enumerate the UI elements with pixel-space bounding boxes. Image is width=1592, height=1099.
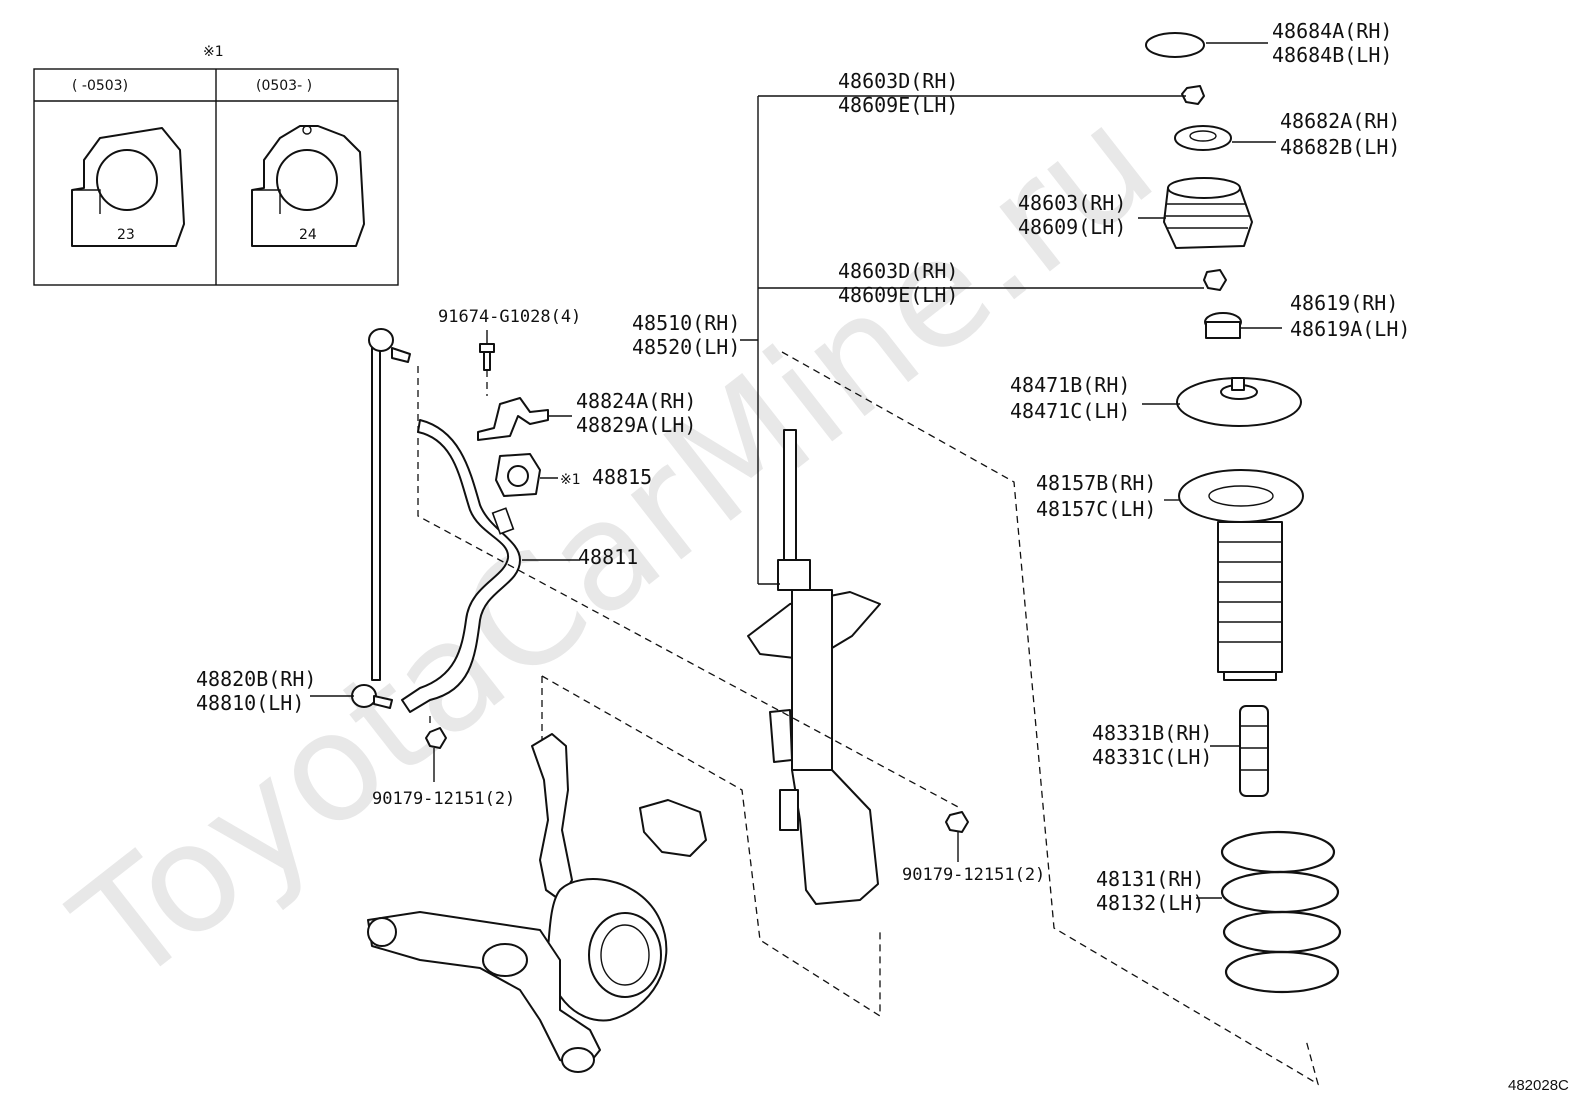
- stabilizer-bracket-shape: [477, 343, 549, 441]
- steering-knuckle-shape: [531, 733, 707, 1022]
- assembly-dashed-lines: [417, 351, 1320, 1086]
- label-48824A: 48824A(RH): [576, 389, 696, 413]
- label-48603: 48603(RH): [1018, 191, 1126, 215]
- inset-col1-header: ( -0503): [72, 78, 128, 94]
- label-48510: 48510(RH): [632, 311, 740, 335]
- label-48609E-mid: 48609E(LH): [838, 283, 958, 307]
- label-48609E-top: 48609E(LH): [838, 93, 958, 117]
- label-48609: 48609(LH): [1018, 215, 1126, 239]
- part-labels: 48684A(RH) 48684B(LH) 48603D(RH) 48609E(…: [196, 19, 1410, 915]
- inset-col2-header: (0503- ): [256, 78, 312, 94]
- label-48682A: 48682A(RH): [1280, 109, 1400, 133]
- label-48811: 48811: [578, 545, 638, 569]
- label-48603D-top: 48603D(RH): [838, 69, 958, 93]
- label-48471C: 48471C(LH): [1010, 399, 1130, 423]
- label-48682B: 48682B(LH): [1280, 135, 1400, 159]
- diagram-code: 482028C: [1508, 1077, 1569, 1094]
- inset-col1-number: 23: [117, 227, 135, 243]
- bushing-type-23-shape: [71, 127, 185, 247]
- bump-stopper-shape: [1239, 705, 1269, 797]
- bushing-type-24-shape: [251, 125, 365, 247]
- leader-lines: [310, 42, 1282, 899]
- label-90179-left: 90179-12151(2): [372, 789, 515, 809]
- spring-bumper-boot-shape: [1178, 469, 1304, 681]
- label-48684B: 48684B(LH): [1272, 43, 1392, 67]
- label-48471B: 48471B(RH): [1010, 373, 1130, 397]
- label-91674: 91674-G1028(4): [438, 307, 581, 327]
- label-48157B: 48157B(RH): [1036, 471, 1156, 495]
- stabilizer-bar-shape: [401, 419, 521, 713]
- label-48331B: 48331B(RH): [1092, 721, 1212, 745]
- label-90179-right: 90179-12151(2): [902, 865, 1045, 885]
- label-48829A: 48829A(LH): [576, 413, 696, 437]
- stabilizer-bushing-shape: [495, 453, 541, 497]
- strut-cap-shape: [1145, 32, 1205, 58]
- bound-stopper-shape: [1204, 312, 1242, 339]
- label-48619: 48619(RH): [1290, 291, 1398, 315]
- label-48619A: 48619A(LH): [1290, 317, 1410, 341]
- label-48131: 48131(RH): [1096, 867, 1204, 891]
- stabilizer-link-shape: [351, 328, 411, 709]
- lower-arm-shape: [367, 911, 601, 1073]
- stabilizer-nut-right-shape: [945, 811, 969, 833]
- label-48820B: 48820B(RH): [196, 667, 316, 691]
- label-48815-mark: ※1: [560, 472, 581, 488]
- bearing-shape: [1174, 125, 1232, 151]
- inset-mark: ※1: [203, 44, 224, 60]
- coil-spring-shape: [1220, 830, 1342, 994]
- strut-mount-shape: [1163, 177, 1253, 249]
- label-48520: 48520(LH): [632, 335, 740, 359]
- inset-col2-number: 24: [299, 227, 317, 243]
- strut-shape: [747, 429, 881, 905]
- bushing-variants-table: ※1 ( -0503) (0503- ) 23 24: [33, 44, 399, 286]
- label-48331C: 48331C(LH): [1092, 745, 1212, 769]
- stabilizer-nut-left-shape: [425, 727, 447, 749]
- label-48157C: 48157C(LH): [1036, 497, 1156, 521]
- strut-nut-top-shape: [1181, 85, 1205, 105]
- label-48132: 48132(LH): [1096, 891, 1204, 915]
- label-48810: 48810(LH): [196, 691, 304, 715]
- upper-spring-seat-shape: [1176, 377, 1302, 427]
- label-48815: 48815: [592, 465, 652, 489]
- strut-nut-mid-shape: [1203, 269, 1227, 291]
- label-48684A: 48684A(RH): [1272, 19, 1392, 43]
- label-48603D-mid: 48603D(RH): [838, 259, 958, 283]
